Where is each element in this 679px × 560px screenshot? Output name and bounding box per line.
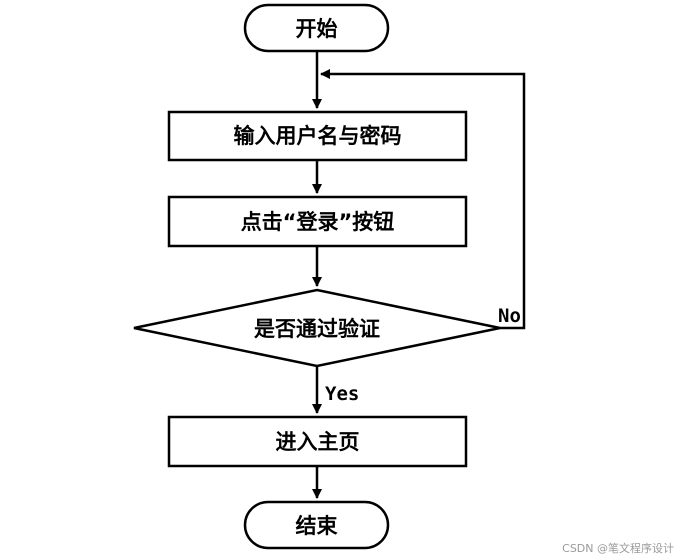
decision-label: 是否通过验证 [254, 317, 380, 341]
start-label: 开始 [296, 17, 338, 41]
enter-home-label: 进入主页 [276, 430, 360, 454]
end-node: 结束 [243, 500, 390, 550]
start-node: 开始 [243, 3, 390, 53]
edge-no-loop [320, 69, 526, 330]
end-label: 结束 [296, 514, 339, 538]
click-login-node: 点击“登录”按钮 [167, 195, 468, 248]
input-credentials-label: 输入用户名与密码 [234, 124, 402, 148]
yes-label: Yes [325, 383, 359, 405]
click-login-label: 点击“登录”按钮 [241, 210, 395, 234]
watermark: CSDN @笔文程序设计 [562, 541, 674, 555]
input-credentials-node: 输入用户名与密码 [167, 110, 468, 162]
decision-node: 是否通过验证 [133, 288, 501, 368]
no-label: No [498, 305, 521, 327]
enter-home-node: 进入主页 [167, 415, 468, 468]
